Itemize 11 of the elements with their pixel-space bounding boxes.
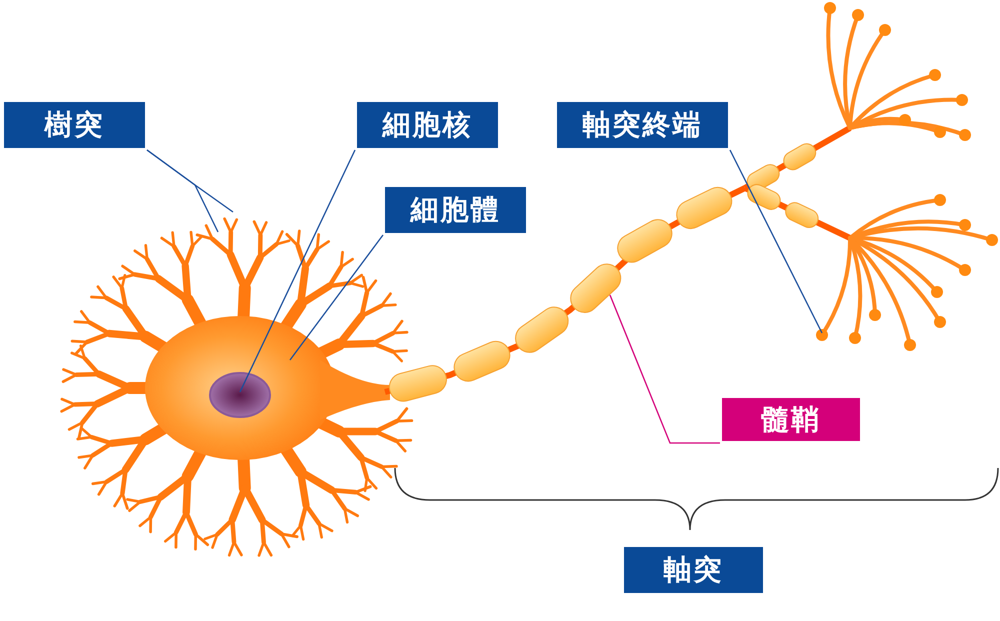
leader-line (729, 150, 823, 334)
leader-line (146, 149, 234, 213)
leader-line (239, 150, 356, 392)
term-label: 軸突終端 (555, 100, 730, 150)
term-label: 細胞核 (355, 100, 500, 150)
leader-line (289, 234, 384, 360)
term-label: 樹突 (2, 100, 147, 150)
term-label: 軸突 (622, 545, 765, 595)
term-label: 細胞體 (383, 185, 528, 235)
leader-line (609, 294, 720, 444)
term-label: 髓鞘 (720, 396, 862, 443)
